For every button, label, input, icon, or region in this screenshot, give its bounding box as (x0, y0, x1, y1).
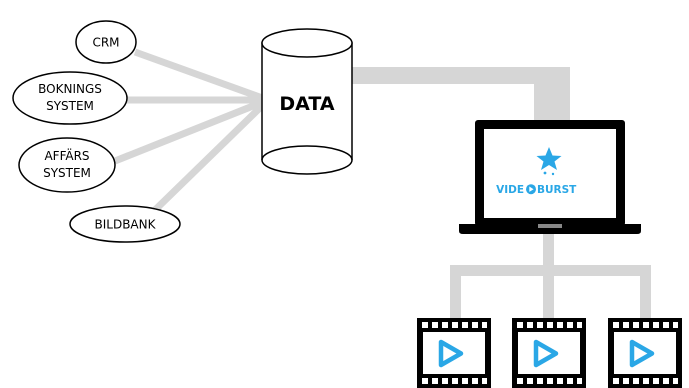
video-film-icon (417, 318, 491, 388)
database-to-laptop-vertical (534, 67, 570, 121)
source-bokningssystem-label-line2: SYSTEM (46, 99, 94, 113)
laptop: VIDE BURST (459, 120, 641, 234)
database-to-laptop-horizontal (352, 67, 570, 84)
laptop-trackpad-notch (538, 224, 562, 228)
video-drop-3 (640, 265, 651, 320)
video-film-icon (512, 318, 586, 388)
connector-affarssystem (113, 96, 270, 165)
play-icon (629, 339, 655, 368)
source-crm: CRM (75, 20, 137, 64)
source-crm-label: CRM (92, 36, 119, 50)
source-bildbank-label: BILDBANK (95, 218, 157, 232)
source-affarssystem-ellipse (18, 137, 116, 193)
videoburst-logo: VIDE BURST (496, 147, 577, 196)
source-affarssystem-label-line2: SYSTEM (43, 166, 91, 180)
star-icon (536, 147, 562, 170)
play-icon (438, 339, 464, 368)
video-film-icon (608, 318, 682, 388)
star-sparkle-icon (543, 171, 547, 175)
video-drop-2 (543, 265, 554, 320)
database-label: DATA (279, 93, 334, 115)
star-sparkle-icon-2 (551, 172, 555, 176)
source-bokningssystem: BOKNINGS SYSTEM (12, 71, 128, 125)
source-crm-ellipse (75, 20, 137, 64)
source-bildbank: BILDBANK (69, 205, 181, 243)
video-connectors (450, 234, 651, 320)
database-cylinder: DATA (261, 28, 353, 175)
database-body (261, 42, 353, 175)
database-top (261, 28, 353, 58)
source-bildbank-ellipse (69, 205, 181, 243)
database-inner-arc (261, 145, 353, 161)
brand-text-prefix: VIDE (496, 184, 524, 196)
database-connector (352, 67, 570, 121)
brand-play-o-icon (526, 184, 536, 195)
connector-bildbank (152, 97, 271, 213)
source-connectors (113, 48, 271, 213)
source-bokningssystem-label-line1: BOKNINGS (38, 82, 102, 96)
video-drop-1 (450, 265, 461, 320)
source-affarssystem-label-line1: AFFÄRS (44, 148, 89, 163)
connector-crm (133, 48, 270, 104)
video-outputs (417, 318, 682, 388)
brand-text-suffix: BURST (537, 184, 577, 196)
laptop-base (459, 224, 641, 234)
laptop-to-videos-stem (543, 234, 554, 270)
laptop-screen (484, 129, 616, 218)
source-bokningssystem-ellipse (12, 71, 128, 125)
source-affarssystem: AFFÄRS SYSTEM (18, 137, 116, 193)
play-icon (533, 339, 559, 368)
